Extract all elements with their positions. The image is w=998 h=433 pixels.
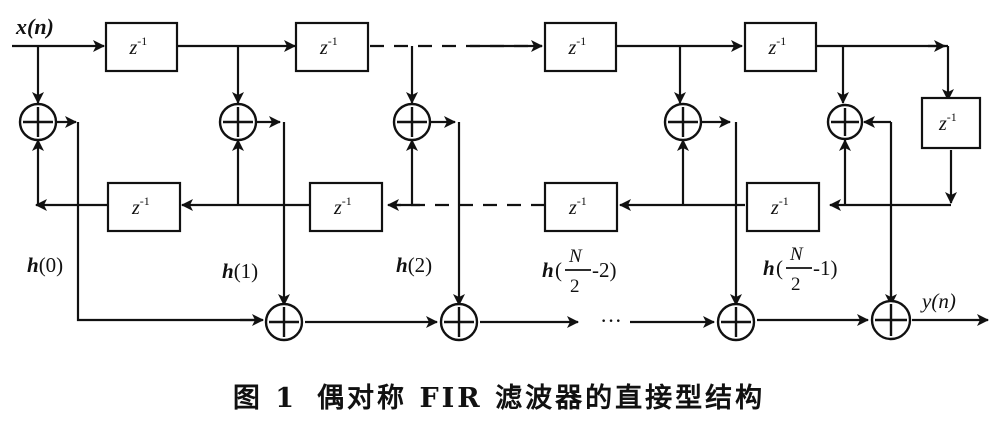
svg-text:2: 2	[791, 274, 801, 295]
adder-icon	[18, 102, 58, 142]
delay-block: z-1	[920, 96, 982, 150]
svg-text:-1): -1)	[813, 256, 838, 280]
figure-title: 偶对称 FIR 滤波器的直接型结构	[317, 383, 766, 414]
adder-icon	[392, 102, 432, 142]
adder-icon	[439, 302, 479, 342]
delay-block: z-1	[308, 181, 384, 233]
coef-label-h1: h(1)	[222, 259, 258, 283]
delay-block: z-1	[294, 21, 370, 73]
svg-text:-2): -2)	[592, 258, 617, 282]
ellipsis: ···	[600, 308, 622, 333]
svg-text:N: N	[789, 244, 804, 265]
figure-caption: 图 1 偶对称 FIR 滤波器的直接型结构	[0, 376, 998, 415]
svg-text:N: N	[568, 246, 583, 267]
coef-label-hN2m1: h ( N 2 -1)	[763, 244, 838, 295]
figure-label: 图 1	[232, 383, 298, 414]
adder-icon	[663, 102, 703, 142]
adder-icon	[218, 102, 258, 142]
delay-block: z-1	[543, 181, 619, 233]
svg-text:(: (	[555, 258, 562, 282]
adder-icon	[870, 299, 912, 341]
coef-label-hN2m2: h ( N 2 -2)	[542, 246, 617, 297]
svg-text:h: h	[542, 258, 554, 282]
adder-icon	[264, 302, 304, 342]
svg-text:h: h	[763, 256, 775, 280]
delay-block: z-1	[104, 21, 179, 73]
input-label: x(n)	[15, 14, 54, 39]
delay-block: z-1	[745, 181, 821, 233]
coef-label-h2: h(2)	[396, 253, 432, 277]
svg-text:2: 2	[570, 276, 580, 297]
output-label: y(n)	[920, 289, 956, 313]
adder-icon	[826, 103, 864, 141]
delay-block: z-1	[106, 181, 182, 233]
delay-block: z-1	[543, 21, 618, 73]
delay-block: z-1	[743, 21, 818, 73]
adder-icon	[716, 302, 756, 342]
svg-text:(: (	[776, 256, 783, 280]
coef-label-h0: h(0)	[27, 253, 63, 277]
